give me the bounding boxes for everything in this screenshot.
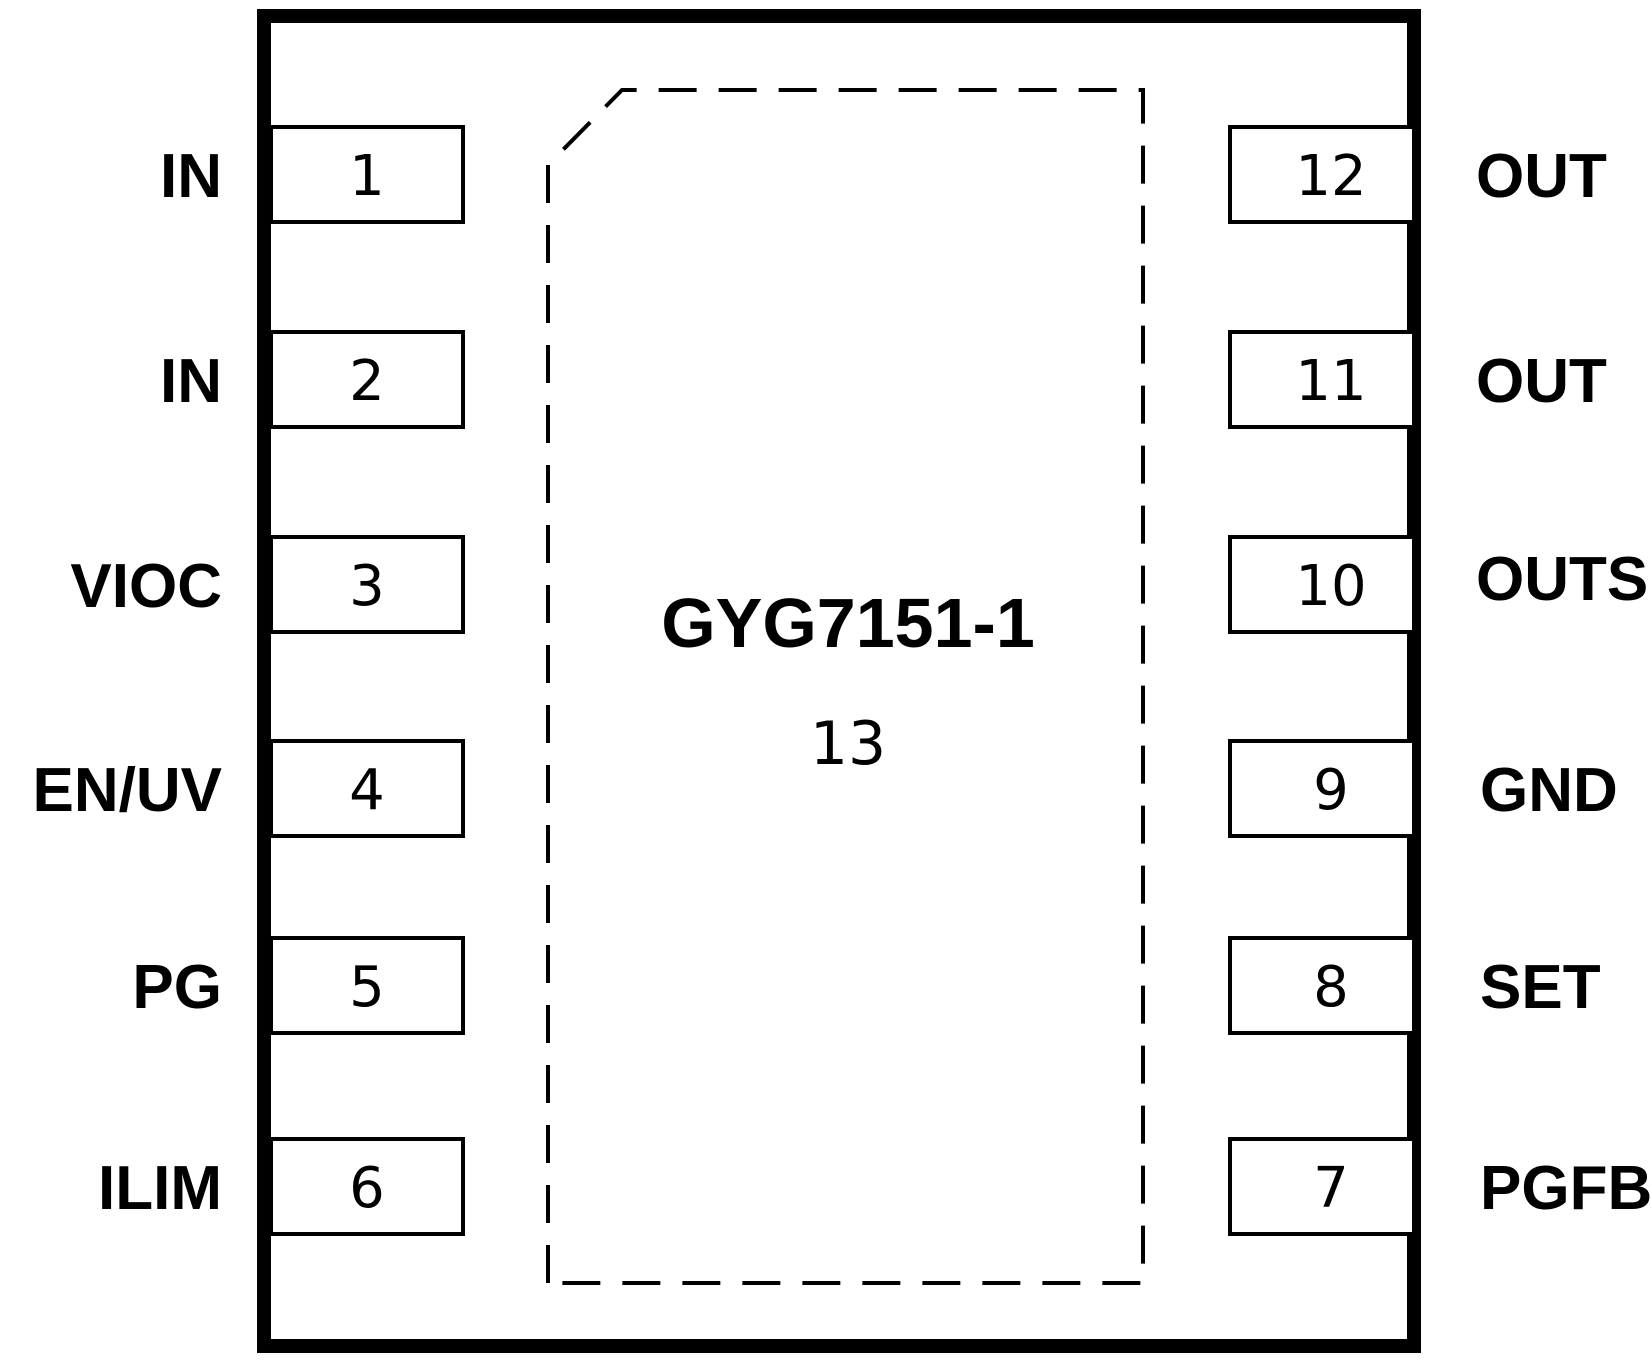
pin-pad [1228,125,1416,224]
pin-number: 7 [1313,1156,1349,1221]
pin-pad [269,535,465,634]
pin-name: EN/UV [33,756,222,825]
pin-name: OUT [1476,142,1607,211]
pin-number: 12 [1295,144,1366,209]
thermal-pad-number: 13 [810,709,886,779]
pin-name: IN [160,142,222,211]
pin-name: OUT [1476,347,1607,416]
pin-pad [1228,330,1416,429]
pin-pad [1228,535,1416,634]
pin-9: 9 GND [1228,739,1618,838]
pin-number: 6 [349,1156,385,1221]
package-body [257,9,1421,1353]
pin-name: ILIM [98,1154,222,1223]
pin-name: OUTS [1476,545,1648,614]
pin-1: 1 IN [160,125,465,224]
pin-7: 7 PGFB [1228,1137,1652,1236]
pin-8: 8 SET [1228,936,1601,1035]
pin-pad [269,936,465,1035]
pin-name: VIOC [70,552,222,621]
pin-pad [1228,739,1416,838]
pin-pad [269,125,465,224]
pin-number: 8 [1313,955,1349,1020]
pin-12: 12 OUT [1228,125,1607,224]
chip-name: GYG7151-1 [661,584,1035,662]
pin-number: 2 [349,349,385,414]
pin-number: 1 [349,144,385,209]
pin-number: 11 [1295,349,1366,414]
pin-number: 5 [349,955,385,1020]
pin-name: SET [1480,953,1601,1022]
pin-number: 10 [1295,554,1366,619]
pin-name: PGFB [1480,1154,1652,1223]
pin-4: 4 EN/UV [33,739,465,838]
pin-pad [269,1137,465,1236]
pin-name: IN [160,347,222,416]
thermal-pad-outline [546,88,1145,1285]
pin-number: 4 [349,758,385,823]
pin-name: GND [1480,756,1618,825]
pin-pad [1228,936,1416,1035]
pin-3: 3 VIOC [70,535,465,634]
pin-pad [269,330,465,429]
pin-2: 2 IN [160,330,465,429]
pin-name: PG [132,953,222,1022]
pin-number: 9 [1313,758,1349,823]
pin-10: 10 OUTS [1228,535,1648,634]
pin-11: 11 OUT [1228,330,1607,429]
pin-5: 5 PG [132,936,465,1035]
pin-pad [269,739,465,838]
pin-number: 3 [349,554,385,619]
pin-pad [1228,1137,1416,1236]
pin-6: 6 ILIM [98,1137,465,1236]
